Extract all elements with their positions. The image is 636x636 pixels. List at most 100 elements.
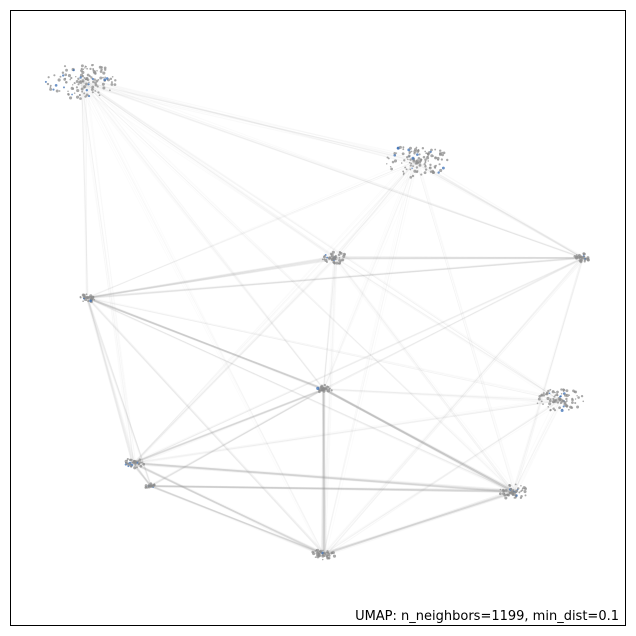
edge-strand: [149, 387, 324, 486]
edge-bundle-A-J: [81, 80, 515, 493]
point: [323, 258, 326, 261]
point: [54, 84, 58, 87]
point: [438, 163, 441, 166]
edge-strand: [131, 258, 584, 465]
point: [557, 396, 561, 400]
edge-core: [81, 81, 89, 298]
point: [144, 486, 148, 489]
point: [325, 554, 329, 558]
point: [521, 487, 524, 490]
edge-bundle-D-J: [512, 257, 585, 492]
point: [91, 91, 94, 94]
edge-strand: [322, 258, 336, 390]
point: [83, 86, 86, 89]
edge-strand: [323, 387, 515, 493]
point: [562, 388, 565, 392]
edge-strand: [152, 485, 517, 492]
edge-core: [133, 160, 417, 464]
point: [75, 75, 77, 78]
point: [316, 386, 320, 390]
edge-core: [335, 257, 561, 401]
edge-strand: [333, 257, 513, 494]
edge-strand: [78, 78, 134, 463]
cluster-J: [498, 483, 527, 500]
edge-strand: [85, 298, 153, 487]
point: [73, 92, 76, 94]
edge-strand: [87, 78, 416, 160]
point: [427, 160, 429, 162]
point: [555, 393, 559, 396]
edge-strand: [150, 484, 517, 493]
point: [408, 161, 411, 164]
edge-strand: [87, 297, 517, 493]
point: [508, 484, 511, 487]
point: [571, 397, 574, 400]
point: [102, 71, 106, 75]
point: [77, 77, 80, 81]
point: [344, 253, 346, 256]
edge-strand: [86, 257, 582, 300]
point: [125, 461, 128, 464]
edge-strand: [88, 297, 324, 390]
edge-strand: [515, 258, 584, 491]
edge-strand: [150, 484, 325, 557]
cluster-K: [311, 548, 337, 561]
point: [402, 172, 405, 175]
edge-strand: [418, 164, 586, 258]
point: [510, 491, 513, 494]
point: [551, 390, 555, 394]
edge-bundle-G-K: [321, 397, 564, 557]
point: [437, 171, 440, 174]
point: [330, 389, 333, 392]
edge-strand: [87, 298, 133, 463]
edge-strand: [413, 160, 582, 258]
edge-strand: [88, 258, 336, 299]
edge-strand: [87, 297, 323, 391]
edge-bundle-F-J: [321, 387, 517, 495]
point: [110, 81, 113, 84]
edge-strand: [80, 77, 584, 259]
point: [524, 487, 527, 491]
point: [562, 405, 565, 408]
point: [91, 85, 95, 89]
edge-core: [81, 80, 584, 259]
point: [322, 558, 324, 561]
point: [424, 165, 427, 168]
edge-core: [323, 400, 561, 555]
point: [512, 491, 515, 494]
point: [55, 89, 59, 93]
edge-strand: [333, 160, 421, 258]
point: [582, 400, 585, 403]
point: [515, 491, 518, 494]
edge-strand: [87, 297, 326, 555]
point: [58, 90, 61, 92]
point: [103, 78, 107, 82]
point: [109, 89, 111, 92]
edge-strand: [88, 83, 324, 391]
edge-strand: [133, 256, 339, 465]
edge-strand: [74, 82, 417, 160]
edge-strand: [322, 492, 515, 556]
edge-strand: [133, 258, 334, 465]
edge-strand: [134, 462, 513, 494]
cluster-layer: [44, 63, 590, 561]
edge-core: [334, 257, 515, 492]
point: [575, 254, 578, 256]
edge-strand: [335, 258, 513, 493]
point: [128, 458, 132, 462]
point: [407, 154, 411, 158]
edge-strand: [324, 491, 517, 557]
point: [407, 158, 409, 161]
point: [398, 145, 402, 149]
point: [578, 253, 581, 257]
point: [563, 400, 567, 404]
point: [114, 79, 117, 82]
point: [80, 87, 84, 91]
edge-strand: [86, 77, 135, 463]
point: [70, 86, 74, 90]
edge-strand: [86, 297, 152, 487]
point: [325, 260, 328, 263]
point: [387, 157, 390, 160]
point: [504, 496, 508, 500]
point: [82, 68, 85, 71]
